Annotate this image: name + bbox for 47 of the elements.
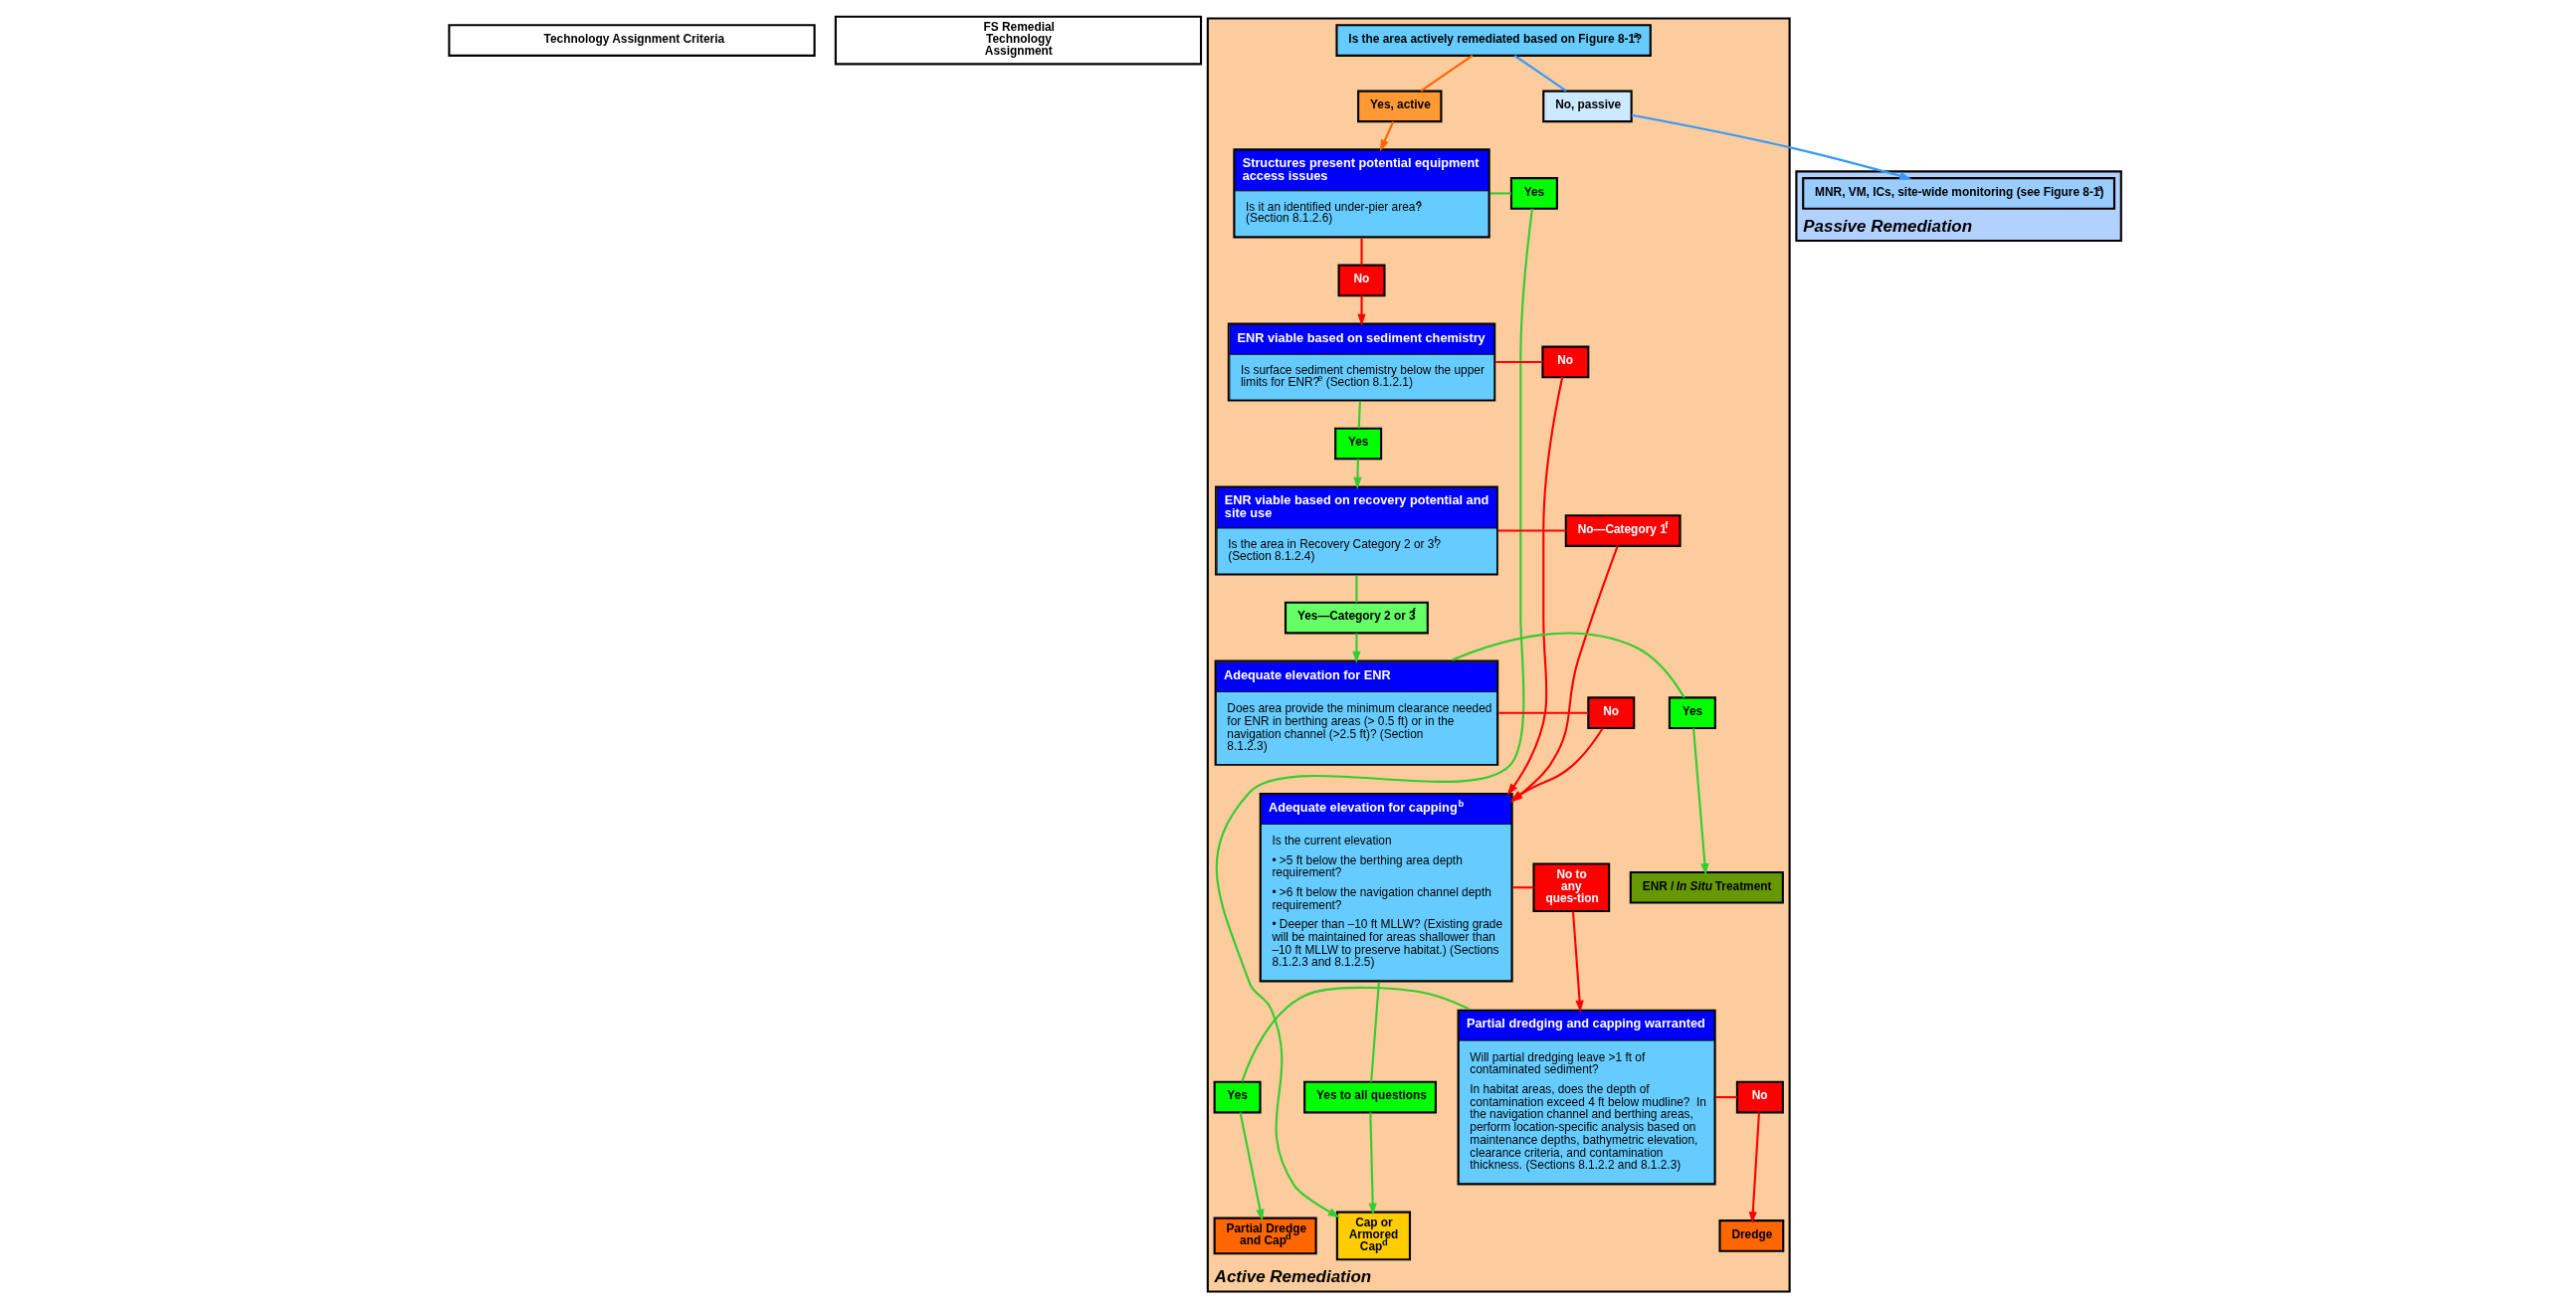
node-box: Yes (1668, 696, 1716, 730)
connector (1497, 711, 1588, 714)
connector (1497, 529, 1566, 532)
arrow (1509, 727, 1604, 802)
arrow (1506, 377, 1563, 796)
connector (1240, 986, 1470, 1082)
arrow (1748, 1112, 1760, 1224)
arrow (1509, 545, 1619, 803)
connector (1512, 886, 1533, 889)
connector (1451, 632, 1685, 698)
arrow (1379, 120, 1394, 152)
node-box: Yes—Category 2 or 3$^{f}$ (1284, 601, 1429, 635)
connector (1513, 55, 1567, 93)
arrow (1571, 911, 1584, 1013)
connector (1715, 1096, 1737, 1099)
node-box: Yes (1333, 427, 1382, 461)
node-box: Dredge (1717, 1219, 1784, 1252)
node-box: ENR / In Situ Treatment (1629, 870, 1784, 904)
arrow (1351, 633, 1361, 663)
connector (1494, 360, 1542, 364)
node-box: No (1735, 1080, 1784, 1114)
arrow (1239, 1112, 1264, 1221)
node-box: Cap or Armored Cap$^{d}$ (1335, 1211, 1411, 1261)
node-box: No (1586, 696, 1635, 730)
arrow (1352, 459, 1362, 489)
node-box: Yes, active (1356, 90, 1442, 123)
node-box: Yes (1509, 177, 1558, 210)
node-box: FS Remedial Technology Assignment (834, 15, 1202, 66)
connector (1359, 238, 1363, 266)
node-box: No (1337, 264, 1386, 297)
node-box: No (1540, 345, 1589, 379)
node-box: Yes (1213, 1080, 1262, 1114)
arrow (1691, 728, 1709, 875)
arrow (1356, 295, 1366, 326)
node-box: Partial Dredge and Cap$^{d}$ (1213, 1216, 1317, 1255)
node-box: Yes to all questions (1302, 1080, 1437, 1114)
arrow (1367, 1112, 1377, 1216)
connector (1489, 192, 1511, 195)
node-box: Technology Assignment Criteria (447, 24, 816, 57)
connector (1357, 401, 1361, 429)
connector (1420, 55, 1474, 93)
arrow (1631, 113, 1911, 180)
connector (1354, 575, 1357, 603)
node-box: No—Category 1$^{f}$ (1564, 514, 1682, 547)
node-box: No to any ques-tion (1531, 862, 1610, 913)
node-box: No, passive (1541, 90, 1633, 123)
connector (1369, 982, 1380, 1082)
